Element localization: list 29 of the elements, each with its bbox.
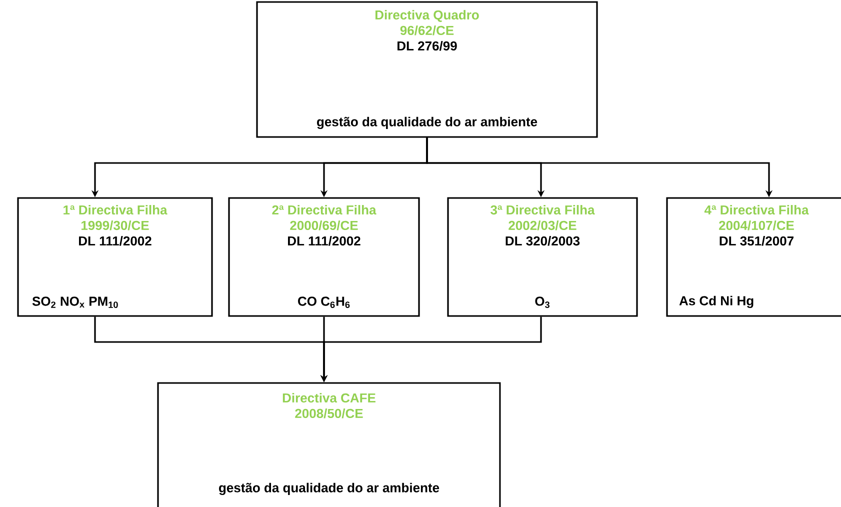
decree-number: DL 111/2002 bbox=[79, 236, 152, 246]
directive-box bbox=[17, 197, 213, 317]
directive-title: 3ª Directiva Filha bbox=[490, 205, 595, 215]
directive-title: 2ª Directiva Filha bbox=[272, 205, 376, 215]
directive-title: 1ª Directiva Filha bbox=[64, 205, 168, 215]
decree-number: DL 111/2002 bbox=[288, 236, 360, 246]
directive-title: 2000/69/CE bbox=[290, 220, 358, 230]
directive-box bbox=[256, 1, 598, 138]
decree-number: DL 276/99 bbox=[398, 41, 457, 51]
scope-text: gestão da qualidade do ar ambiente bbox=[219, 482, 440, 495]
directive-title: 2004/107/CE bbox=[719, 220, 794, 230]
directive-title: 2008/50/CE bbox=[295, 408, 363, 418]
directive-title: 4ª Directiva Filha bbox=[704, 205, 809, 215]
directive-box bbox=[447, 197, 638, 317]
directive-title: Directiva Quadro bbox=[376, 10, 479, 22]
directive-box bbox=[666, 197, 841, 317]
pollutant-list: CO C$_{6}$H$_{6}$ bbox=[298, 296, 350, 308]
directive-box bbox=[157, 382, 501, 507]
pollutant-list: O$_{3}$ bbox=[535, 296, 550, 308]
directive-box bbox=[228, 197, 420, 317]
directive-title: Directiva CAFE bbox=[282, 393, 376, 403]
decree-number: DL 351/2007 bbox=[720, 236, 794, 246]
scope-text: gestão da qualidade do ar ambiente bbox=[317, 116, 538, 129]
directive-title: 96/62/CE bbox=[400, 26, 454, 36]
directive-title: 1999/30/CE bbox=[81, 220, 149, 230]
pollutant-list: As Cd Ni Hg bbox=[679, 296, 754, 308]
decree-number: DL 320/2003 bbox=[506, 236, 580, 246]
pollutant-list: SO$_{2}$ NO$_{x}$ PM$_{10}$ bbox=[32, 296, 118, 308]
directive-title: 2002/03/CE bbox=[508, 220, 576, 230]
